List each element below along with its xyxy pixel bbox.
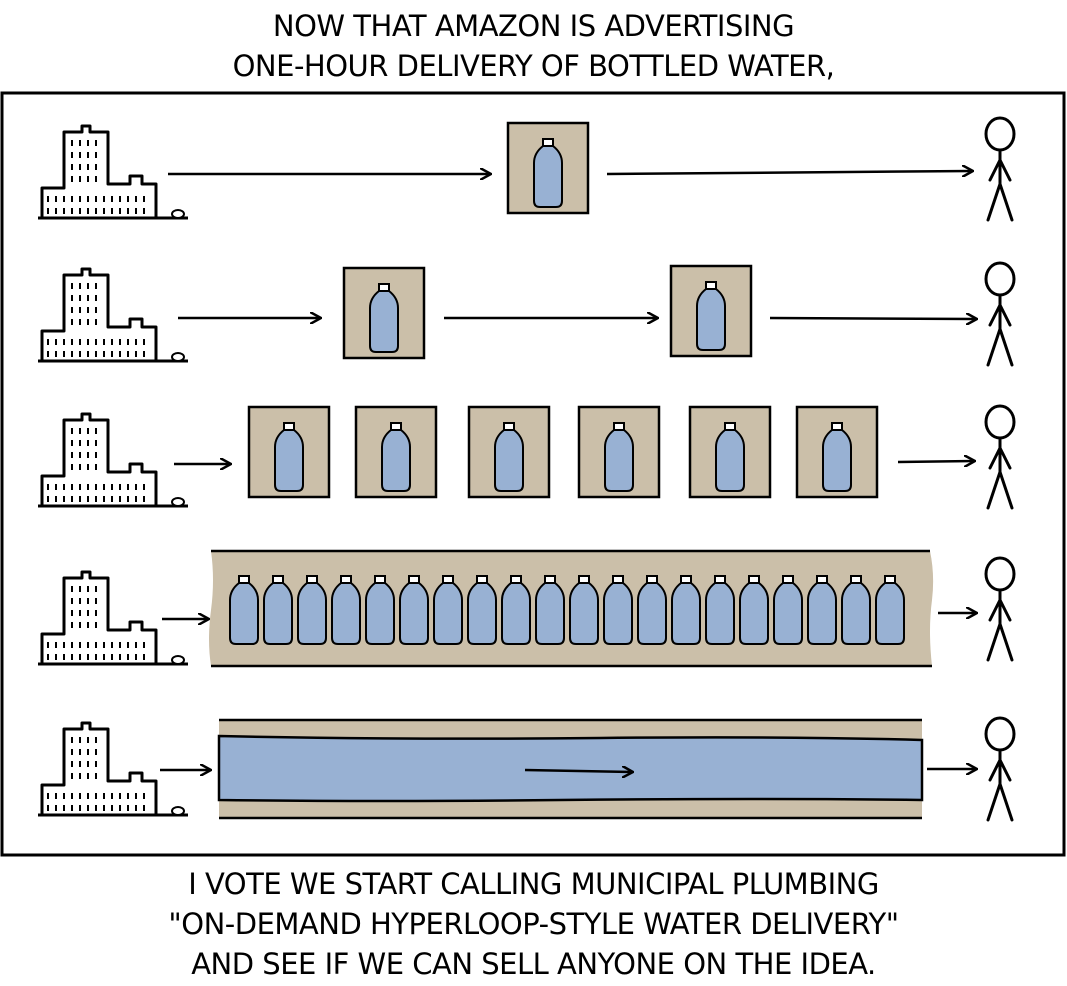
water-bottle-icon — [739, 575, 769, 645]
caption-bottom-line-1: I VOTE WE START CALLING MUNICIPAL PLUMBI… — [188, 867, 879, 901]
water-bottle-box — [579, 407, 659, 497]
row-one-box — [36, 116, 1016, 222]
water-bottle-icon — [705, 575, 735, 645]
water-bottle-icon — [365, 575, 395, 645]
caption-top: NOW THAT AMAZON IS ADVERTISING ONE-HOUR … — [0, 6, 1067, 86]
water-bottle-icon — [569, 575, 599, 645]
row-six-boxes — [36, 404, 1016, 510]
water-bottle-box — [797, 407, 877, 497]
caption-top-line-1: NOW THAT AMAZON IS ADVERTISING — [272, 9, 795, 43]
water-bottle-box — [356, 407, 436, 497]
caption-bottom: I VOTE WE START CALLING MUNICIPAL PLUMBI… — [0, 864, 1067, 984]
water-bottle-icon — [637, 575, 667, 645]
water-bottle-box — [508, 123, 588, 213]
water-bottle-box — [249, 407, 329, 497]
water-bottle-icon — [807, 575, 837, 645]
delivery-arrow — [769, 318, 976, 319]
water-bottle-icon — [671, 575, 701, 645]
row-two-boxes — [36, 261, 1016, 367]
water-bottle-icon — [331, 575, 361, 645]
water-bottle-box — [690, 407, 770, 497]
water-bottle-icon — [433, 575, 463, 645]
water-bottle-icon — [399, 575, 429, 645]
water-bottle-box — [469, 407, 549, 497]
caption-bottom-line-3: AND SEE IF WE CAN SELL ANYONE ON THE IDE… — [191, 947, 876, 981]
row-bottle-belt — [36, 549, 1016, 668]
water-bottle-icon — [773, 575, 803, 645]
water-bottle-icon — [841, 575, 871, 645]
water-bottle-icon — [229, 575, 259, 645]
caption-bottom-line-2: "ON-DEMAND HYPERLOOP-STYLE WATER DELIVER… — [168, 907, 899, 941]
delivery-arrow — [897, 461, 974, 462]
caption-top-line-2: ONE-HOUR DELIVERY OF BOTTLED WATER, — [232, 49, 835, 83]
water-bottle-icon — [263, 575, 293, 645]
water-bottle-icon — [501, 575, 531, 645]
water-bottle-icon — [603, 575, 633, 645]
water-bottle-icon — [535, 575, 565, 645]
water-bottle-box — [344, 268, 424, 358]
water-bottle-icon — [875, 575, 905, 645]
row-water-pipe — [36, 716, 1016, 822]
water-bottle-icon — [467, 575, 497, 645]
water-bottle-icon — [297, 575, 327, 645]
delivery-arrow — [606, 171, 972, 174]
water-flow — [217, 734, 924, 803]
flow-arrow — [524, 770, 632, 772]
water-bottle-box — [671, 266, 751, 356]
